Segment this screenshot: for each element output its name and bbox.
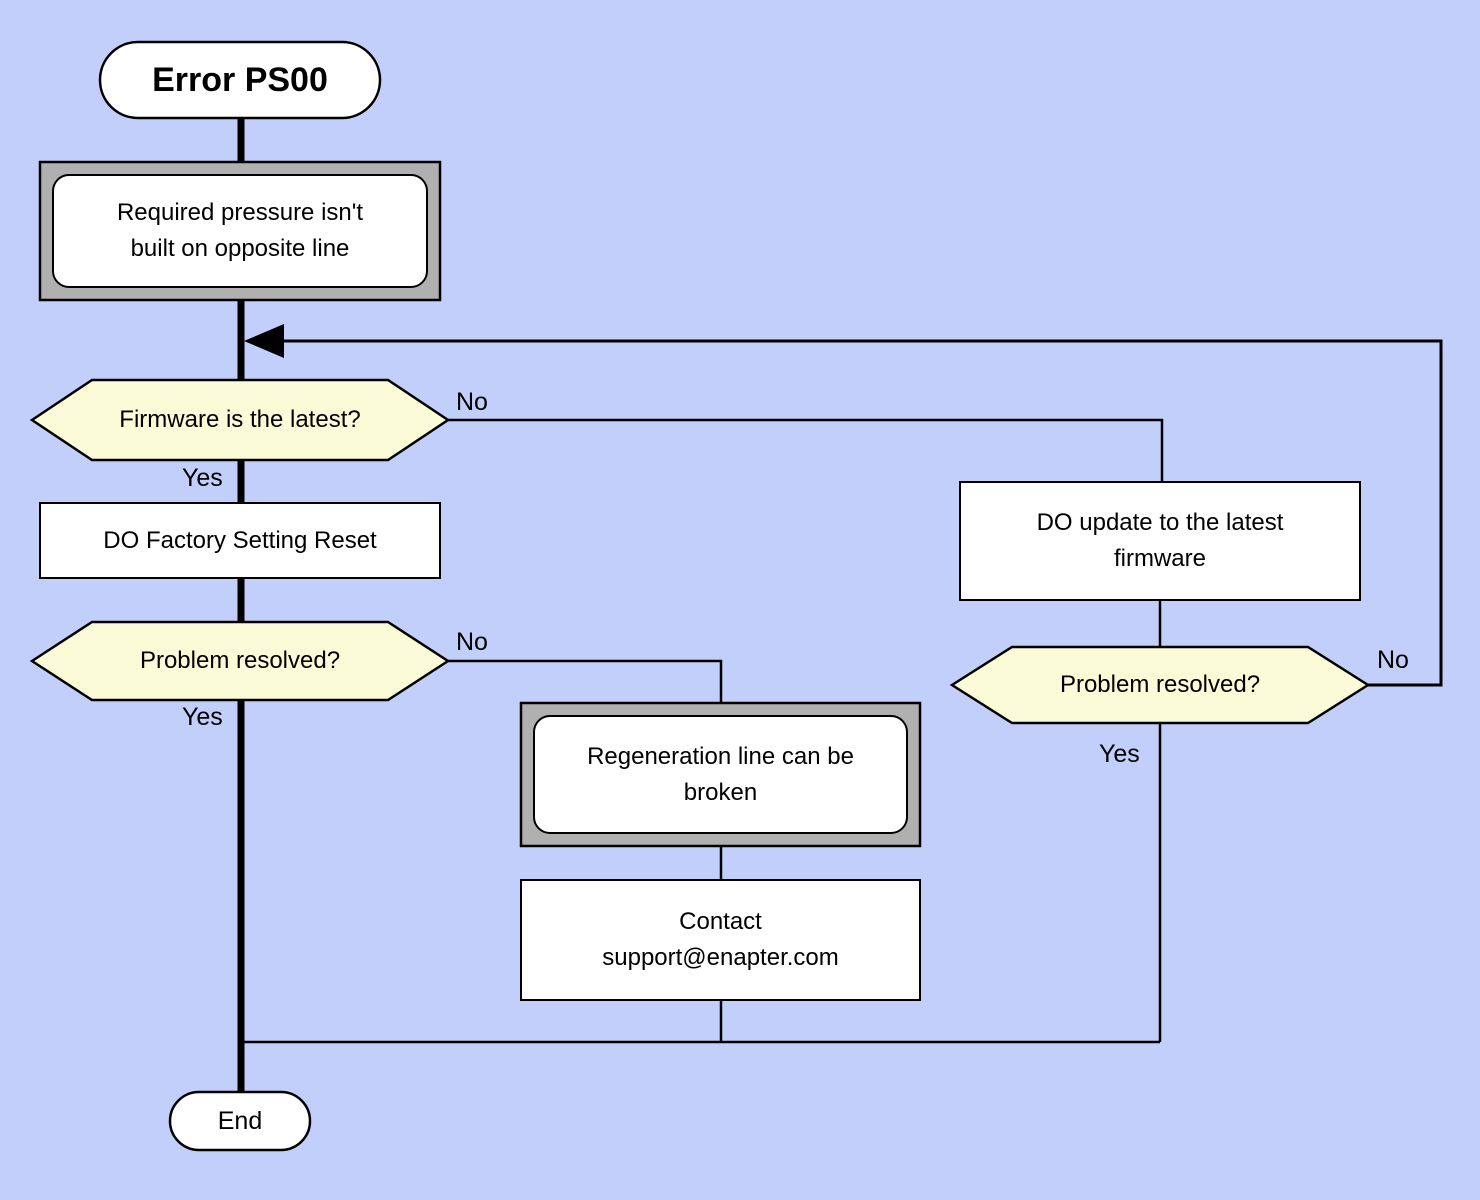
contact-node: Contact support@enapter.com <box>521 880 920 1000</box>
firmware-no-line <box>448 418 1164 482</box>
factory-reset-label: DO Factory Setting Reset <box>103 526 377 554</box>
edge-label-problem-right-no: No <box>1377 646 1409 674</box>
edge-label-firmware-yes: Yes <box>182 464 223 492</box>
start-node-label: Error PS00 <box>152 61 328 99</box>
contact-node-shape <box>520 879 921 1001</box>
update-node-shape <box>959 481 1361 601</box>
loopback-line <box>284 339 1443 687</box>
problem-right-decision-label: Problem resolved? <box>1059 671 1261 698</box>
firmware-decision-shape <box>29 378 451 462</box>
end-node-label: End <box>217 1107 263 1135</box>
start-node-shape <box>98 40 382 120</box>
regeneration-node: Regeneration line can be broken <box>521 703 920 846</box>
update-node: DO update to the latest firmware <box>960 482 1360 600</box>
factory-reset-shape <box>39 502 441 579</box>
pressure-node: Required pressure isn't built on opposit… <box>40 162 440 300</box>
pressure-node-label: Required pressure isn't built on opposit… <box>116 199 364 262</box>
firmware-decision-label: Firmware is the latest? <box>119 406 361 433</box>
edge-label-problem-right-yes: Yes <box>1099 740 1140 768</box>
end-node-shape <box>168 1090 312 1152</box>
update-node-label: DO update to the latest firmware <box>1036 509 1284 572</box>
problem-left-decision-shape <box>29 620 451 702</box>
problem-right-decision-shape <box>949 645 1371 725</box>
edge-label-firmware-no: No <box>456 388 488 416</box>
pressure-node-inner <box>52 174 428 288</box>
problem-left-no-line <box>448 659 723 703</box>
contact-node-label: Contact support@enapter.com <box>602 908 839 971</box>
pressure-node-shape <box>38 160 442 302</box>
regeneration-node-label: Regeneration line can be broken <box>587 742 854 806</box>
loopback-arrowhead-icon <box>244 324 284 358</box>
regeneration-node-inner <box>533 715 908 834</box>
problem-left-decision-label: Problem resolved? <box>139 647 341 674</box>
regeneration-node-shape <box>519 701 922 848</box>
edge-label-problem-left-no: No <box>456 628 488 656</box>
edge-label-problem-left-yes: Yes <box>182 703 223 731</box>
